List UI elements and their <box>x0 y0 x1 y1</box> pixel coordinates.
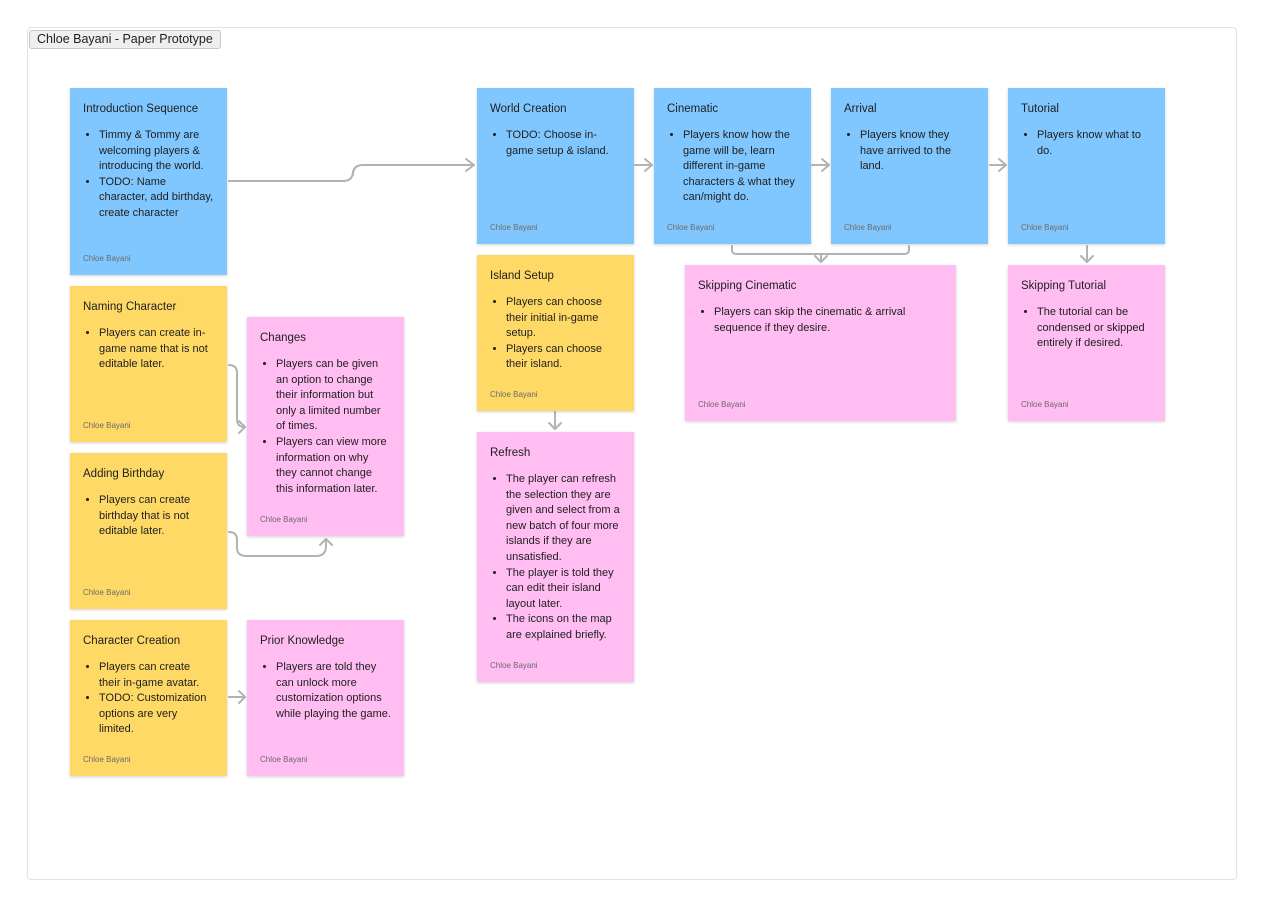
sticky-title: Tutorial <box>1021 103 1059 115</box>
author-label: Chloe Bayani <box>83 421 131 430</box>
author-label: Chloe Bayani <box>260 755 308 764</box>
bullet-item: Players know what to do. <box>1037 128 1152 159</box>
bullet-list: Players can create in-game name that is … <box>83 326 214 373</box>
bullet-item: Players can create birthday that is not … <box>99 493 214 540</box>
author-label: Chloe Bayani <box>83 755 131 764</box>
bullet-list: Players can create their in-game avatar.… <box>83 660 214 738</box>
sticky-title: Naming Character <box>83 301 177 313</box>
author-label: Chloe Bayani <box>844 223 892 232</box>
sticky-skipping-cinematic[interactable]: Skipping Cinematic Players can skip the … <box>685 265 956 421</box>
bullet-item: The icons on the map are explained brief… <box>506 612 621 643</box>
author-label: Chloe Bayani <box>667 223 715 232</box>
frame-title[interactable]: Chloe Bayani - Paper Prototype <box>29 30 221 49</box>
bullet-item: Players can be given an option to change… <box>276 357 391 435</box>
sticky-tutorial[interactable]: Tutorial Players know what to do. Chloe … <box>1008 88 1165 244</box>
bullet-item: Players can choose their initial in-game… <box>506 295 621 342</box>
author-label: Chloe Bayani <box>83 588 131 597</box>
bullet-item: Players can create their in-game avatar. <box>99 660 214 691</box>
bullet-item: Players can view more information on why… <box>276 435 391 497</box>
bullet-list: Players can skip the cinematic & arrival… <box>698 305 943 336</box>
author-label: Chloe Bayani <box>1021 400 1069 409</box>
sticky-title: Skipping Cinematic <box>698 280 797 292</box>
bullet-item: TODO: Name character, add birthday, crea… <box>99 175 214 222</box>
sticky-cinematic[interactable]: Cinematic Players know how the game will… <box>654 88 811 244</box>
bullet-item: Players can choose their island. <box>506 342 621 373</box>
bullet-list: Players can be given an option to change… <box>260 357 391 497</box>
bullet-item: The player can refresh the selection the… <box>506 472 621 566</box>
sticky-world-creation[interactable]: World Creation TODO: Choose in-game setu… <box>477 88 634 244</box>
bullet-list: Players can choose their initial in-game… <box>490 295 621 373</box>
bullet-list: The player can refresh the selection the… <box>490 472 621 644</box>
sticky-changes[interactable]: Changes Players can be given an option t… <box>247 317 404 536</box>
bullet-list: Players are told they can unlock more cu… <box>260 660 391 722</box>
author-label: Chloe Bayani <box>698 400 746 409</box>
author-label: Chloe Bayani <box>490 390 538 399</box>
bullet-list: Players can create birthday that is not … <box>83 493 214 540</box>
sticky-title: Island Setup <box>490 270 554 282</box>
bullet-item: Players are told they can unlock more cu… <box>276 660 391 722</box>
bullet-item: The player is told they can edit their i… <box>506 566 621 613</box>
bullet-item: TODO: Choose in-game setup & island. <box>506 128 621 159</box>
author-label: Chloe Bayani <box>1021 223 1069 232</box>
sticky-introduction-sequence[interactable]: Introduction Sequence Timmy & Tommy are … <box>70 88 227 275</box>
sticky-title: Skipping Tutorial <box>1021 280 1107 292</box>
bullet-item: The tutorial can be condensed or skipped… <box>1037 305 1152 352</box>
sticky-title: Prior Knowledge <box>260 635 345 647</box>
bullet-list: Players know they have arrived to the la… <box>844 128 975 175</box>
sticky-skipping-tutorial[interactable]: Skipping Tutorial The tutorial can be co… <box>1008 265 1165 421</box>
sticky-island-setup[interactable]: Island Setup Players can choose their in… <box>477 255 634 411</box>
sticky-title: Changes <box>260 332 307 344</box>
sticky-title: Cinematic <box>667 103 719 115</box>
sticky-naming-character[interactable]: Naming Character Players can create in-g… <box>70 286 227 442</box>
author-label: Chloe Bayani <box>260 515 308 524</box>
bullet-item: Players know they have arrived to the la… <box>860 128 975 175</box>
bullet-item: Timmy & Tommy are welcoming players & in… <box>99 128 214 175</box>
sticky-title: Character Creation <box>83 635 181 647</box>
bullet-list: Players know how the game will be, learn… <box>667 128 798 206</box>
author-label: Chloe Bayani <box>490 223 538 232</box>
bullet-list: Players know what to do. <box>1021 128 1152 159</box>
bullet-item: Players can skip the cinematic & arrival… <box>714 305 943 336</box>
author-label: Chloe Bayani <box>490 661 538 670</box>
bullet-list: The tutorial can be condensed or skipped… <box>1021 305 1152 352</box>
bullet-item: Players can create in-game name that is … <box>99 326 214 373</box>
sticky-character-creation[interactable]: Character Creation Players can create th… <box>70 620 227 776</box>
sticky-arrival[interactable]: Arrival Players know they have arrived t… <box>831 88 988 244</box>
sticky-prior-knowledge[interactable]: Prior Knowledge Players are told they ca… <box>247 620 404 776</box>
sticky-adding-birthday[interactable]: Adding Birthday Players can create birth… <box>70 453 227 609</box>
sticky-title: World Creation <box>490 103 567 115</box>
bullet-item: TODO: Customization options are very lim… <box>99 691 214 738</box>
author-label: Chloe Bayani <box>83 254 131 263</box>
sticky-title: Introduction Sequence <box>83 103 199 115</box>
sticky-title: Refresh <box>490 447 531 459</box>
bullet-list: Timmy & Tommy are welcoming players & in… <box>83 128 214 222</box>
bullet-item: Players know how the game will be, learn… <box>683 128 798 206</box>
sticky-title: Adding Birthday <box>83 468 165 480</box>
bullet-list: TODO: Choose in-game setup & island. <box>490 128 621 159</box>
sticky-title: Arrival <box>844 103 877 115</box>
sticky-refresh[interactable]: Refresh The player can refresh the selec… <box>477 432 634 682</box>
